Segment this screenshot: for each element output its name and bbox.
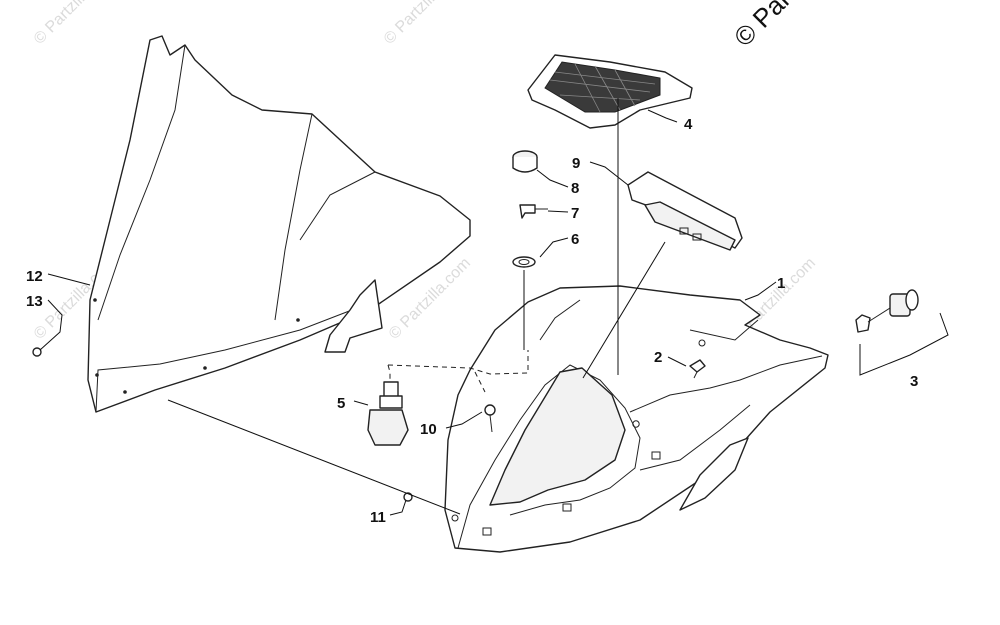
- storage-net: [527, 54, 693, 129]
- callout-5: 5: [337, 395, 345, 412]
- switch: [367, 381, 409, 446]
- callout-7: 7: [571, 205, 579, 222]
- power-socket: [855, 289, 919, 333]
- ignition-parts: [512, 150, 548, 268]
- callout-2: 2: [654, 349, 662, 366]
- callout-12: 12: [26, 268, 43, 285]
- callout-8: 8: [571, 180, 579, 197]
- watermark-text: © Partzilla.com: [381, 0, 469, 48]
- callout-3: 3: [910, 373, 918, 390]
- callout-13: 13: [26, 293, 43, 310]
- windshield: [87, 35, 471, 413]
- callout-6: 6: [571, 231, 579, 248]
- callout-1: 1: [777, 275, 785, 292]
- electronic-module: [627, 171, 743, 251]
- hood-console: [444, 285, 829, 553]
- callout-11: 11: [370, 509, 386, 526]
- callout-4: 4: [684, 116, 693, 133]
- callout-labels: 1 2 3 4 5 6 7 8 9 10 11 12 13: [26, 116, 918, 526]
- copyright-watermark: © Par: [728, 0, 797, 52]
- leader-lines: [39, 98, 949, 516]
- callout-9: 9: [572, 155, 580, 172]
- watermark-text: © Partzilla.com: [31, 0, 119, 48]
- callout-10: 10: [420, 421, 437, 438]
